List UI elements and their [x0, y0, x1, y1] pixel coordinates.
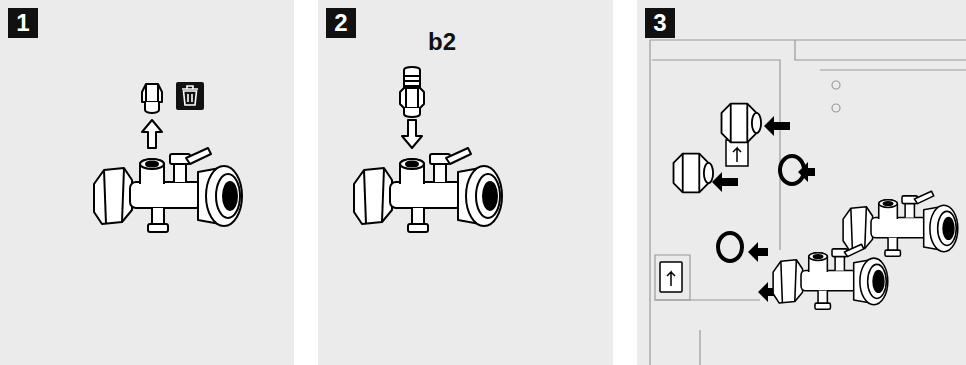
step-number: 2	[326, 8, 356, 38]
step1-figure	[94, 82, 242, 232]
part-label-holder: b2	[428, 28, 456, 56]
part-label: b2	[428, 28, 456, 55]
step3-figure	[650, 40, 966, 365]
step-number: 3	[645, 8, 675, 38]
step2-figure	[354, 67, 502, 232]
step-number: 1	[8, 8, 38, 38]
